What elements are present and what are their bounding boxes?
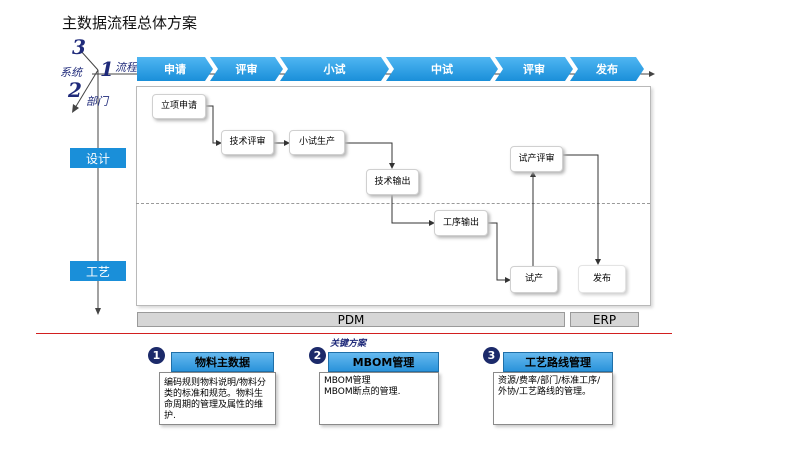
card-3-body: 资源/费率/部门/标准工序/外协/工艺路线的管理。 <box>498 376 601 397</box>
node-process-output: 工序输出 <box>434 210 488 236</box>
node-pilot-review: 试产评审 <box>510 146 563 172</box>
stage-pilot: 中试 <box>386 57 498 81</box>
card-2-title: MBOM管理 <box>328 352 439 372</box>
lane-design: 设计 <box>70 148 126 168</box>
axis-number-dept: 2 <box>68 78 82 102</box>
node-small-trial: 小试生产 <box>289 130 345 155</box>
node-release: 发布 <box>578 265 626 293</box>
card-1-body: 编码规则物料说明/物料分类的标准和规范。物料生命周期的管理及属性的维护. <box>164 378 267 421</box>
axis-label-process: 流程 <box>115 61 137 74</box>
node-tech-output: 技术输出 <box>366 169 419 195</box>
section-divider <box>36 333 672 334</box>
process-axis-arrow <box>649 71 655 77</box>
lane-divider <box>136 203 650 204</box>
axis-number-process: 1 <box>100 57 114 81</box>
edge-trial-to-tech-output <box>345 142 395 169</box>
edge-tech-to-process-output <box>391 195 435 226</box>
system-axis-line <box>79 49 99 71</box>
card-3-title: 工艺路线管理 <box>503 352 613 372</box>
edge-pilot-review-to-release <box>563 154 601 265</box>
stage-small-trial: 小试 <box>280 57 389 81</box>
card-3-number-badge: 3 <box>483 347 500 364</box>
card-mbom: MBOM管理 MBOM断点的管理. <box>319 372 439 425</box>
stage-release: 发布 <box>570 57 644 81</box>
lane-process: 工艺 <box>70 261 126 281</box>
stage-apply: 申请 <box>137 57 213 81</box>
stage-review: 评审 <box>210 57 283 81</box>
edge-process-to-pilot <box>488 222 511 283</box>
card-routing: 资源/费率/部门/标准工序/外协/工艺路线的管理。 <box>493 372 613 425</box>
card-material-master: 编码规则物料说明/物料分类的标准和规范。物料生命周期的管理及属性的维护. <box>159 372 276 425</box>
system-erp: ERP <box>570 312 639 327</box>
card-1-title: 物料主数据 <box>171 352 274 372</box>
key-solutions-label: 关键方案 <box>330 339 367 349</box>
system-pdm: PDM <box>137 312 565 327</box>
stage-review-2: 评审 <box>495 57 573 81</box>
card-1-number-badge: 1 <box>148 347 165 364</box>
swimlane-frame <box>136 86 651 306</box>
dept-axis-arrow <box>72 104 79 113</box>
vertical-axis-arrow <box>95 308 101 315</box>
card-2-body: MBOM管理 MBOM断点的管理. <box>324 376 401 397</box>
node-project-application: 立项申请 <box>152 94 206 119</box>
axis-label-system: 系统 <box>60 66 82 79</box>
dept-axis-line <box>74 69 99 109</box>
node-tech-review: 技术评审 <box>221 130 274 155</box>
node-pilot-production: 试产 <box>510 266 558 293</box>
axis-label-dept: 部门 <box>86 95 108 108</box>
card-2-number-badge: 2 <box>309 347 326 364</box>
axis-number-system: 3 <box>72 35 86 59</box>
edge-apply-to-review <box>206 105 222 146</box>
page-title: 主数据流程总体方案 <box>62 14 198 32</box>
